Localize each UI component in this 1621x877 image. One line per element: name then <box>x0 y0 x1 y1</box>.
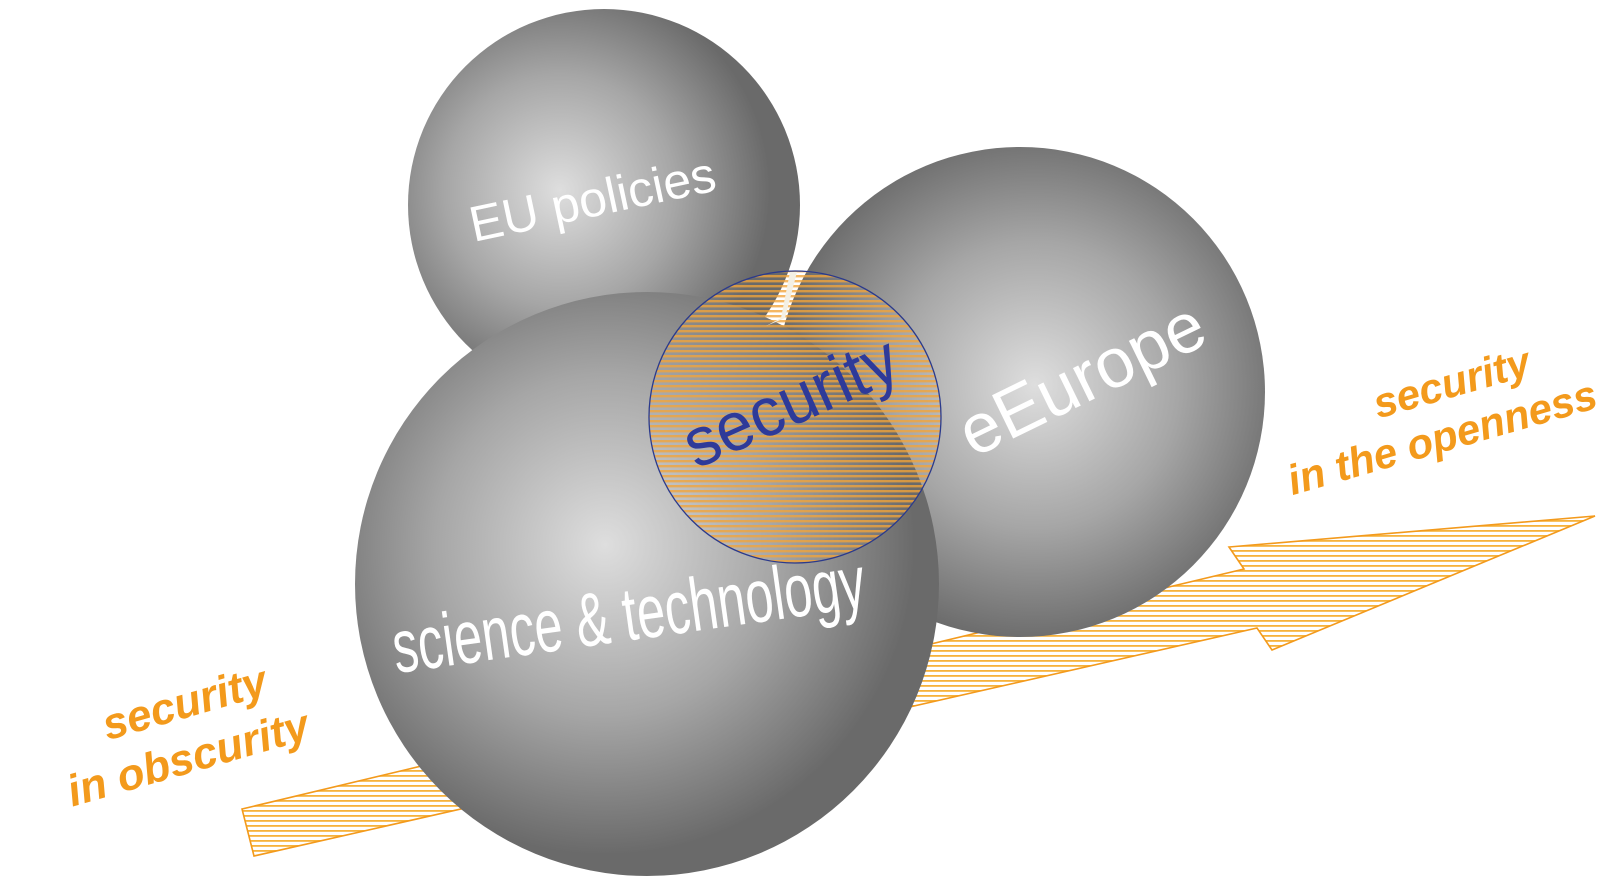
openness-label: security in the openness <box>1268 322 1602 503</box>
obscurity-label: security in obscurity <box>47 648 318 816</box>
overlap-mark <box>766 272 797 326</box>
security-overlap-circle <box>648 270 942 564</box>
